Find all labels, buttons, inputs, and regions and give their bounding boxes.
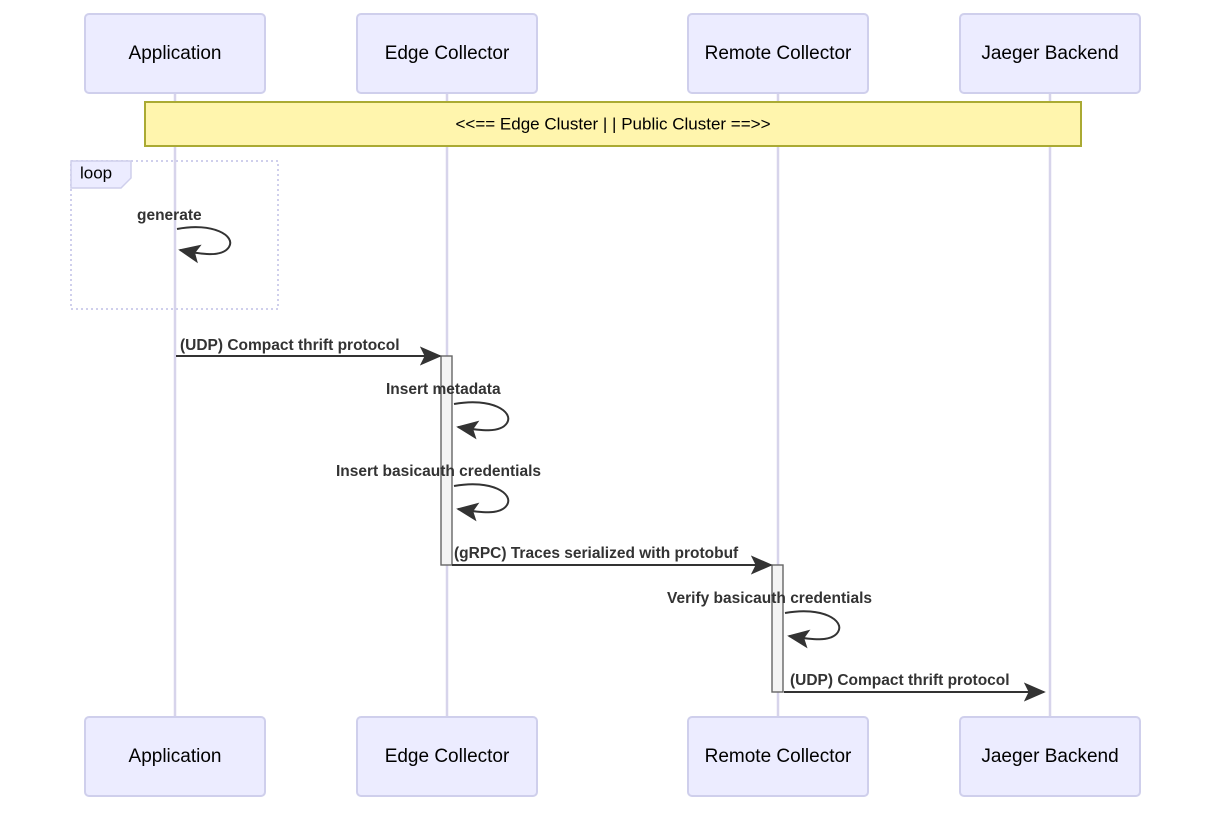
actor-bottom-jaeger-backend-box[interactable]: [959, 716, 1141, 797]
message-insert-metadata-arrow: [453, 401, 510, 440]
loop-label-text: loop: [80, 163, 112, 182]
message-generate-arrow: [176, 226, 232, 264]
actor-top-application-box[interactable]: [84, 13, 266, 94]
actor-bottom-application[interactable]: Application: [84, 716, 266, 797]
actor-bottom-edge-collector-label: Edge Collector: [385, 746, 510, 767]
actor-top-remote-collector-box[interactable]: [687, 13, 869, 94]
activation-remote-collector: [771, 564, 784, 693]
actor-bottom-jaeger-backend[interactable]: Jaeger Backend: [959, 716, 1141, 797]
activation-edge-collector: [440, 355, 453, 566]
actor-top-application-label: Application: [129, 43, 222, 64]
note-text: <<== Edge Cluster | | Public Cluster ==>…: [455, 114, 770, 133]
message-verify-basicauth-arrow: [784, 610, 841, 649]
actor-top-edge-collector-box[interactable]: [356, 13, 538, 94]
message-udp-app-edge-label: (UDP) Compact thrift protocol: [180, 337, 400, 354]
actor-bottom-edge-collector[interactable]: Edge Collector: [356, 716, 538, 797]
message-udp-compact-thrift-app-to-edge: (UDP) Compact thrift protocol: [176, 337, 442, 366]
actor-bottom-remote-collector-box[interactable]: [687, 716, 869, 797]
actor-boxes-top: Application Edge Collector Remote Collec…: [84, 13, 1141, 94]
message-udp-remote-jaeger-label: (UDP) Compact thrift protocol: [790, 672, 1010, 689]
note-box: [144, 101, 1082, 147]
actor-top-edge-collector-label: Edge Collector: [385, 43, 510, 64]
lifelines: [173, 93, 1052, 717]
message-insert-metadata: Insert metadata: [386, 381, 510, 440]
loop-frame: loop: [70, 160, 279, 310]
actor-bottom-remote-collector[interactable]: Remote Collector: [687, 716, 869, 797]
message-insert-basicauth-credentials: Insert basicauth credentials: [336, 463, 541, 522]
actor-bottom-application-box[interactable]: [84, 716, 266, 797]
message-grpc-label: (gRPC) Traces serialized with protobuf: [454, 545, 739, 562]
actor-top-edge-collector[interactable]: Edge Collector: [356, 13, 538, 94]
actor-boxes-bottom: Application Edge Collector Remote Collec…: [84, 716, 1141, 797]
actor-bottom-edge-collector-box[interactable]: [356, 716, 538, 797]
note-edge-public-cluster: <<== Edge Cluster | | Public Cluster ==>…: [144, 101, 1082, 147]
message-verify-basicauth-credentials: Verify basicauth credentials: [667, 590, 872, 649]
message-insert-basicauth-label: Insert basicauth credentials: [336, 463, 541, 480]
message-generate-label: generate: [137, 207, 202, 224]
message-insert-basicauth-arrow: [453, 483, 510, 522]
actor-bottom-application-label: Application: [129, 746, 222, 767]
actor-top-jaeger-backend-box[interactable]: [959, 13, 1141, 94]
actor-top-jaeger-backend-label: Jaeger Backend: [981, 43, 1118, 64]
actor-bottom-jaeger-backend-label: Jaeger Backend: [981, 746, 1118, 767]
loop-box: [70, 160, 279, 310]
actor-top-remote-collector-label: Remote Collector: [705, 43, 852, 64]
message-generate: generate: [137, 207, 232, 264]
message-udp-compact-thrift-remote-to-jaeger: (UDP) Compact thrift protocol: [784, 672, 1046, 702]
actor-top-remote-collector[interactable]: Remote Collector: [687, 13, 869, 94]
actor-top-application[interactable]: Application: [84, 13, 266, 94]
loop-label-tab: [70, 160, 132, 189]
message-verify-basicauth-label: Verify basicauth credentials: [667, 590, 872, 607]
message-grpc-traces-protobuf: (gRPC) Traces serialized with protobuf: [452, 545, 773, 575]
actor-top-jaeger-backend[interactable]: Jaeger Backend: [959, 13, 1141, 94]
activation-bars: [440, 355, 784, 693]
actor-bottom-remote-collector-label: Remote Collector: [705, 746, 852, 767]
message-insert-metadata-label: Insert metadata: [386, 381, 501, 398]
